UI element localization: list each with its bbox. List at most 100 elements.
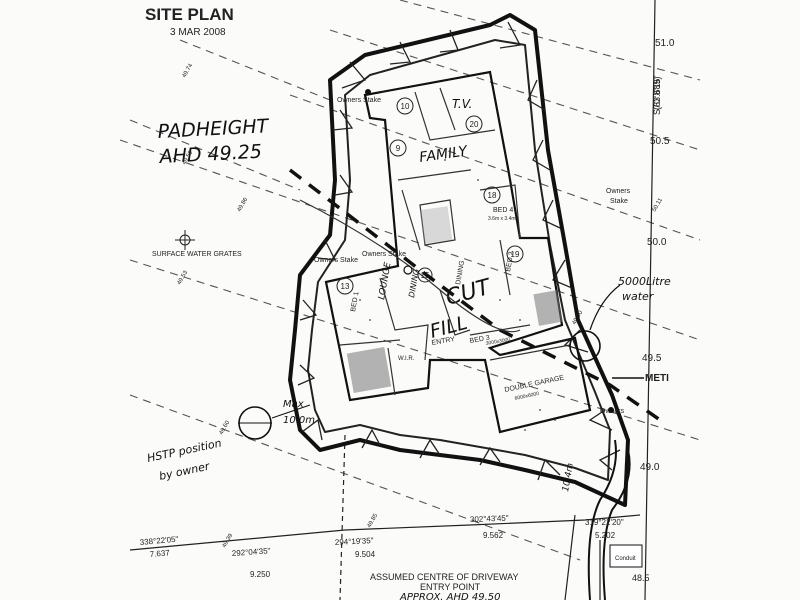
room-dim-bed3: 3000x3000: [485, 337, 511, 347]
site-boundary: [129, 0, 656, 600]
owners-stake-label: Owners Stake: [362, 251, 406, 258]
batter-mark: [332, 109, 354, 131]
spot-level: 49.86: [237, 196, 250, 213]
stipple-dot: [359, 299, 361, 301]
room-number: 10: [401, 102, 410, 111]
stipple-marks: [359, 159, 556, 431]
room-dim-bed4: 3.6m x 3.4m: [488, 216, 516, 222]
family-room-label: FAMILY: [418, 143, 469, 166]
spot-level: 49.50: [572, 309, 585, 326]
bearing-label: 338°22'05": [139, 535, 179, 547]
room-label-bed2: BED 2: [505, 251, 515, 272]
wall: [339, 339, 401, 346]
contour-label: 49.0: [640, 462, 660, 473]
distance-label: 5.202: [595, 531, 616, 540]
cut-fill-line: [288, 168, 662, 422]
contour-line: [129, 394, 581, 561]
batter-mark: [527, 79, 546, 111]
wall: [479, 184, 521, 239]
fill-label: FILL: [428, 312, 470, 343]
distance-label: 7.637: [149, 548, 170, 559]
room-markers: [336, 97, 524, 295]
plan-title: SITE PLAN: [145, 5, 234, 24]
contour-label: 50.0: [647, 237, 667, 248]
owners-stake-label: Owners Stake: [314, 257, 358, 264]
boundary-side-distance: (63.689): [652, 76, 662, 110]
room-marker: [389, 139, 407, 157]
entry-point-label: ENTRY POINT: [420, 582, 481, 592]
owners-stake-label: Owners Stake: [337, 97, 381, 104]
boundary-bearings: 338°22'05" 7.637 292°04'35" 9.250 294°19…: [139, 514, 623, 579]
spot-level: 49.85: [367, 512, 380, 529]
bathroom-tiles: [533, 290, 563, 326]
room-dim-garage: 6000x6000: [514, 391, 540, 402]
contour-label: 49.5: [642, 353, 662, 364]
conduit-box: [609, 544, 643, 568]
bearing-label: 294°19'35": [335, 536, 374, 547]
batter-mark: [299, 299, 318, 321]
stipple-dot: [477, 179, 479, 181]
driveway-edge: [339, 434, 346, 600]
hstp-label: HSTP position: [146, 436, 223, 464]
room-number: 19: [511, 250, 520, 259]
driveway-curve: [602, 449, 631, 600]
wall: [401, 189, 421, 251]
wall: [419, 199, 456, 246]
room-number: 9: [396, 144, 401, 153]
contour-line: [399, 0, 701, 81]
lounge-room-label: LOUNGE: [377, 261, 393, 300]
plan-date: 3 MAR 2008: [170, 27, 226, 38]
stake-icon: [365, 89, 371, 95]
wall: [439, 87, 456, 131]
assumed-centre-label: ASSUMED CENTRE OF DRIVEWAY: [370, 572, 519, 582]
batter-mark: [389, 41, 412, 65]
hstp-leader: [271, 404, 311, 419]
spot-level: 49.74: [182, 62, 195, 79]
room-number: 20: [470, 120, 479, 129]
room-label-dining: DINING: [455, 260, 466, 285]
room-number: 13: [341, 282, 350, 291]
stake-icon: [403, 265, 413, 275]
conduit-label: Conduit: [615, 556, 636, 562]
batter-mark: [542, 199, 561, 229]
surface-water-grates-label: SURFACE WATER GRATES: [152, 251, 242, 258]
contour-line: [119, 139, 701, 341]
stipple-dot: [519, 319, 521, 321]
contour-line: [129, 259, 701, 441]
pad-height-value: AHD 49.25: [157, 141, 262, 168]
stipple-dot: [539, 409, 541, 411]
batter-hatching: [297, 21, 621, 481]
handwritten-notes: PADHEIGHT AHD 49.25 FAMILY T.V. DINING C…: [146, 97, 671, 493]
entry-ahd-label: APPROX. AHD 49.50: [399, 592, 501, 600]
stake-icon: [608, 407, 614, 413]
meter-label: METI: [645, 373, 669, 384]
room-marker: [465, 115, 483, 133]
batter-mark: [341, 61, 367, 89]
contour-label: 51.0: [655, 38, 675, 49]
laundry-tiles: [419, 206, 453, 244]
water-tank-circle: [569, 330, 601, 362]
spot-level: 48.5: [632, 573, 650, 583]
batter-mark: [301, 418, 323, 441]
stipple-dot: [469, 169, 471, 171]
batter-mark: [419, 438, 441, 459]
room-marker: [483, 186, 501, 204]
tv-room-label: T.V.: [452, 97, 472, 111]
max-value: 10.0m: [283, 415, 315, 426]
batter-mark: [297, 364, 316, 386]
house-footprint: [324, 70, 592, 434]
batter-outline: [288, 13, 630, 507]
distance-label: 9.250: [250, 570, 271, 579]
stipple-dot: [554, 419, 556, 421]
pad-height-label: PADHEIGHT: [157, 115, 270, 143]
wet-areas: [346, 206, 563, 393]
wall: [397, 169, 471, 181]
ensuite-tiles: [346, 347, 392, 393]
dimension-10-4: 10.4m: [561, 462, 576, 492]
tank-label-2: water: [622, 290, 655, 303]
batter-mark: [552, 259, 573, 289]
hstp-label-2: by owner: [158, 459, 212, 483]
services-line: [299, 199, 521, 333]
spot-level: 50.11: [652, 197, 665, 213]
